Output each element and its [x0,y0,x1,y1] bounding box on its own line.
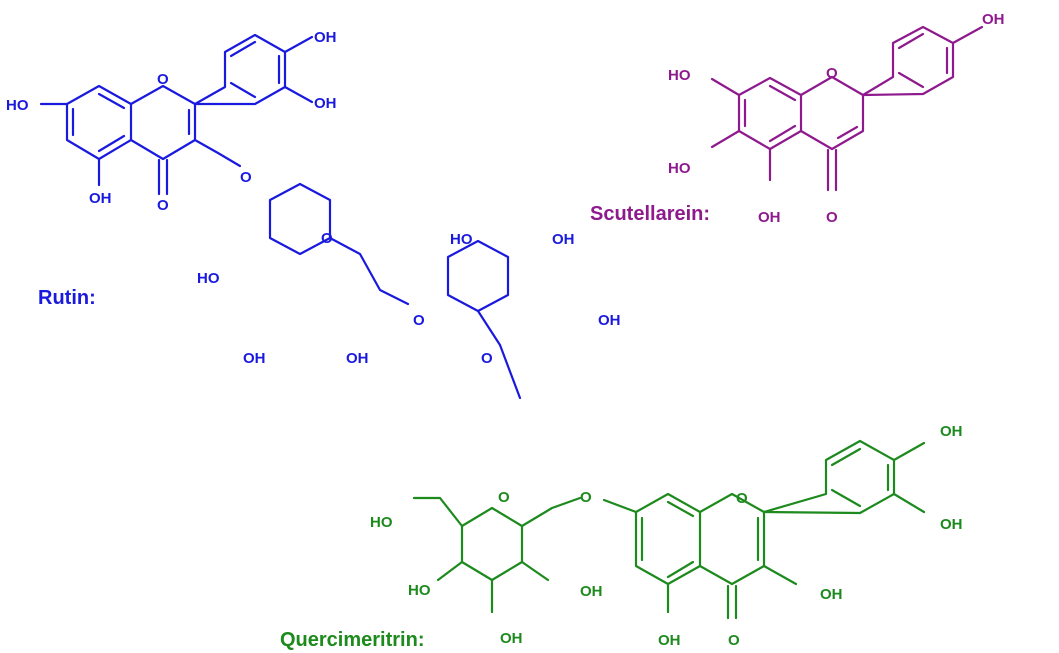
quercimeritrin-oh-5: OH [658,632,681,649]
quercimeritrin-oh-3: OH [820,586,843,603]
rutin-link-o: O [413,312,425,329]
quercimeritrin-labels: HO O HO OH OH O O OH OH O OH OH Quercime… [280,423,963,651]
rutin-bonds [39,33,522,400]
rutin-rha-ho-a: HO [450,231,473,248]
rutin-glc-oh-4: OH [346,350,369,367]
scutellarein-o-4: O [826,209,838,226]
quercimeritrin-o-sugar-ring: O [498,489,510,506]
rutin-oh-3p: OH [314,29,337,46]
quercimeritrin-oh-3s: OH [580,583,603,600]
quercimeritrin-o-ring: O [736,490,748,507]
scutellarein-labels: HO HO OH O O OH Scutellarein: [590,11,1005,226]
scutellarein-oh-4p: OH [982,11,1005,28]
quercimeritrin-bonds [412,439,926,620]
rutin-glc-o-ring: O [321,230,333,247]
quercimeritrin-structure: HO O HO OH OH O O OH OH O OH OH Quercime… [280,423,963,651]
scutellarein-ho-6: HO [668,160,691,177]
scutellarein-bonds [710,25,984,192]
scutellarein-structure: HO HO OH O O OH Scutellarein: [590,11,1005,226]
rutin-ho-7: HO [6,97,29,114]
rutin-rha-oh-b: OH [552,231,575,248]
rutin-labels: HO OH O O OH OH O O HO OH OH O HO OH OH … [6,29,621,367]
rutin-o-ring: O [157,71,169,88]
rutin-o-4: O [157,197,169,214]
quercimeritrin-oh-3p: OH [940,423,963,440]
rutin-structure: HO OH O O OH OH O O HO OH OH O HO OH OH … [6,29,621,400]
quercimeritrin-oh-4s: OH [500,630,523,647]
rutin-rha-oh-c: OH [598,312,621,329]
quercimeritrin-ho-6s: HO [370,514,393,531]
quercimeritrin-ho-2s: HO [408,582,431,599]
rutin-glc-ho-2: HO [197,270,220,287]
quercimeritrin-o-4: O [728,632,740,649]
rutin-glc-oh-3: OH [243,350,266,367]
quercimeritrin-caption: Quercimeritrin: [280,629,424,651]
scutellarein-caption: Scutellarein: [590,203,710,225]
rutin-o-3: O [240,169,252,186]
quercimeritrin-oh-4p: OH [940,516,963,533]
scutellarein-ho-7: HO [668,67,691,84]
rutin-caption: Rutin: [38,287,96,309]
rutin-oh-4p: OH [314,95,337,112]
quercimeritrin-o-link: O [580,489,592,506]
rutin-oh-5: OH [89,190,112,207]
rutin-rha-o-ring: O [481,350,493,367]
scutellarein-oh-5: OH [758,209,781,226]
scutellarein-o-ring: O [826,65,838,82]
